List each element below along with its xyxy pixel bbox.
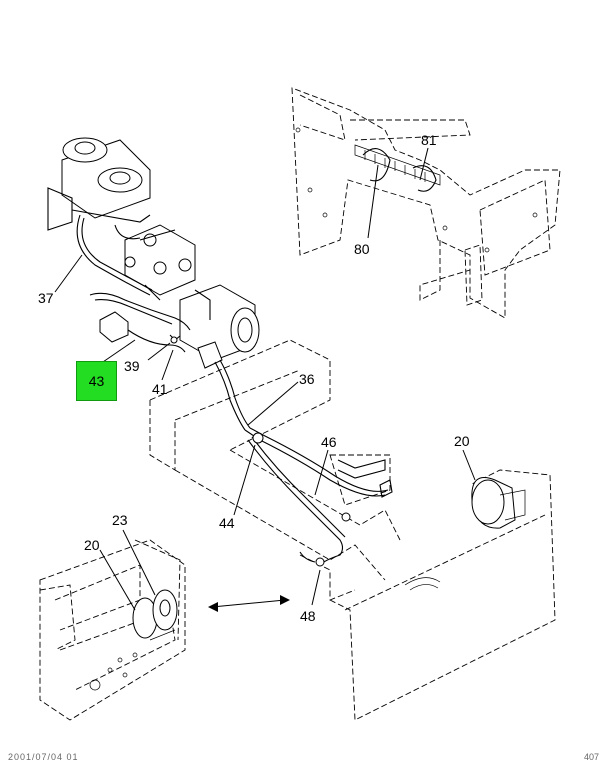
- brake-lines: [76, 214, 393, 567]
- footer-code: 2001/07/04 01: [8, 752, 79, 762]
- horn-right: [471, 477, 526, 529]
- callout-80: 80: [354, 241, 370, 257]
- master-cylinder-reservoir: [47, 137, 151, 231]
- callout-20-left: 20: [84, 537, 100, 553]
- callout-39: 39: [124, 358, 140, 374]
- callout-48: 48: [300, 608, 316, 624]
- callout-36: 36: [299, 371, 315, 387]
- lower-left-frame: [39, 539, 186, 721]
- callout-46: 46: [321, 434, 337, 450]
- highlighted-part-43[interactable]: 43: [76, 361, 117, 401]
- double-arrow: [208, 595, 290, 612]
- footer-page: 407: [584, 752, 600, 762]
- callout-41: 41: [152, 381, 168, 397]
- pedal-bracket-assembly: [291, 87, 561, 319]
- callout-44: 44: [219, 515, 235, 531]
- callout-20-right: 20: [454, 433, 470, 449]
- highlighted-part-label: 43: [88, 373, 105, 389]
- callout-81: 81: [421, 132, 437, 148]
- hydro-booster: [179, 284, 260, 369]
- callout-37: 37: [38, 290, 54, 306]
- callout-23: 23: [112, 512, 128, 528]
- leader-lines: [54, 147, 476, 611]
- valve-block: [124, 224, 196, 301]
- frame-rail: [149, 339, 556, 721]
- callout-labels: 37 39 41 36 46 44 48 20 20 23 80 81: [38, 132, 470, 624]
